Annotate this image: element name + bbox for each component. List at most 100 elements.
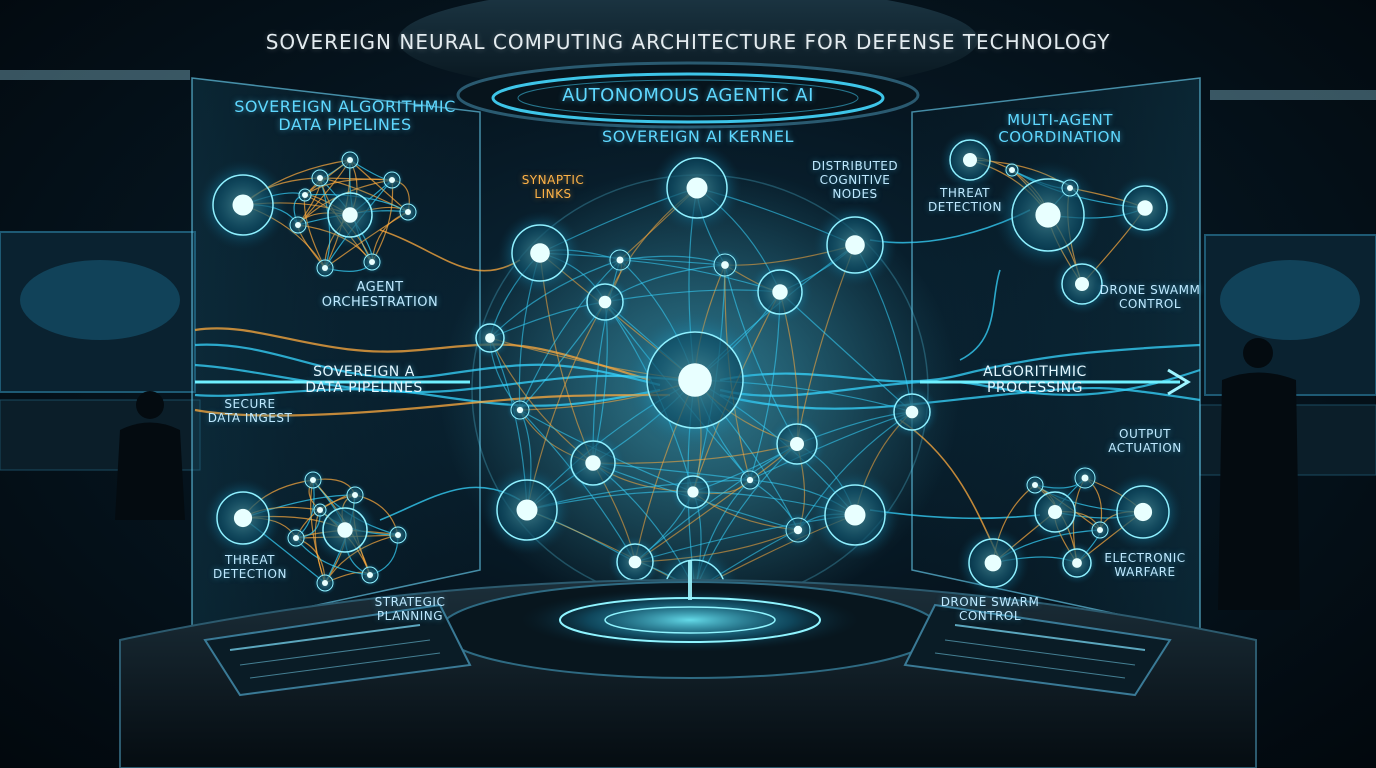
network-node — [198, 160, 288, 250]
network-node — [560, 430, 626, 496]
control-room-background — [0, 70, 1376, 610]
node-core — [1048, 505, 1062, 519]
kernel-title: SOVEREIGN AI KERNEL — [602, 127, 794, 146]
world-map-right — [1220, 260, 1360, 340]
node-core — [598, 295, 612, 309]
ceiling-emitter — [398, 0, 978, 129]
node-core — [295, 222, 301, 228]
node-core — [516, 499, 538, 521]
wall-monitor-left — [0, 231, 196, 393]
console-panel-left — [203, 603, 472, 697]
main-title: SOVEREIGN NEURAL COMPUTING ARCHITECTURE … — [265, 30, 1111, 54]
output-arrow — [920, 368, 1191, 396]
top-banner: AUTONOMOUS AGENTIC AI — [562, 85, 814, 106]
network-node — [396, 200, 420, 224]
drone-swarm-bottom-label: DRONE SWARM CONTROL — [940, 595, 1040, 623]
network-node — [1003, 161, 1021, 179]
node-core — [302, 192, 308, 198]
node-core — [984, 554, 1002, 572]
strategic-planning-label: STRATEGIC PLANNING — [374, 595, 446, 623]
algorithmic-processing-label: ALGORITHMIC PROCESSING — [983, 364, 1087, 397]
ceiling-strip — [1210, 90, 1376, 100]
network-node — [1088, 518, 1112, 542]
network-node — [1052, 254, 1112, 314]
ceiling-strip — [0, 70, 190, 80]
node-core — [628, 555, 642, 569]
network-node — [605, 245, 635, 275]
data-stream — [194, 393, 671, 417]
network-node — [469, 317, 511, 359]
node-core — [1032, 482, 1038, 488]
node-core — [367, 572, 373, 578]
network-node — [358, 563, 382, 587]
node-core — [352, 492, 358, 498]
data-stream — [194, 343, 661, 387]
network-node — [578, 275, 632, 329]
network-node — [1056, 542, 1098, 584]
node-core — [293, 535, 299, 541]
network-node — [1070, 463, 1100, 493]
network-node — [736, 466, 764, 494]
network-node — [652, 143, 742, 233]
network-node — [380, 168, 404, 192]
pipeline-flow-label: SOVEREIGN A DATA PIPELINES — [305, 364, 423, 397]
left-threat-detection-label: THREAT DETECTION — [213, 553, 287, 581]
data-stream — [194, 363, 681, 394]
network-node — [940, 130, 1000, 190]
node-core — [686, 177, 708, 199]
agent-orchestration-label: AGENT ORCHESTRATION — [321, 280, 439, 310]
node-core — [844, 504, 866, 526]
node-core — [317, 507, 323, 513]
network-node — [482, 465, 572, 555]
network-node — [1025, 482, 1085, 542]
node-core — [793, 525, 803, 535]
network-node — [957, 527, 1029, 599]
node-core — [721, 261, 729, 269]
node-core — [317, 175, 323, 181]
network-node — [810, 470, 900, 560]
console-panel-right — [903, 603, 1172, 697]
output-actuation-label: OUTPUT ACTUATION — [1108, 427, 1182, 455]
data-stream — [959, 269, 1001, 361]
network-node — [506, 396, 534, 424]
synaptic-links-label: SYNAPTIC LINKS — [521, 173, 585, 201]
network-node — [308, 166, 332, 190]
node-core — [845, 235, 865, 255]
node-core — [1075, 277, 1089, 291]
secure-ingest-label: SECURE DATA INGEST — [207, 397, 293, 425]
node-core — [1067, 185, 1073, 191]
node-core — [1133, 502, 1153, 522]
network-node — [284, 526, 308, 550]
node-core — [337, 522, 353, 538]
network-node — [1112, 175, 1178, 241]
network-node — [296, 186, 314, 204]
network-node — [338, 148, 362, 172]
network-node — [708, 248, 742, 282]
network-node — [313, 571, 337, 595]
network-node — [813, 203, 897, 287]
node-core — [1009, 167, 1015, 173]
node-core — [616, 256, 624, 264]
node-core — [347, 157, 353, 163]
node-core — [585, 455, 601, 471]
network-node — [311, 501, 329, 519]
network-node — [313, 256, 337, 280]
node-core — [322, 265, 328, 271]
right-panel-title: MULTI-AGENT COORDINATION — [998, 111, 1122, 147]
network-node — [608, 535, 662, 589]
node-core — [963, 153, 977, 167]
node-core — [389, 177, 395, 183]
network-node — [885, 385, 939, 439]
node-core — [1081, 474, 1089, 482]
node-core — [233, 508, 253, 528]
node-core — [687, 486, 699, 498]
right-threat-detection-label: THREAT DETECTION — [928, 186, 1002, 214]
network-node — [301, 468, 325, 492]
node-core — [530, 243, 550, 263]
network-node — [343, 483, 367, 507]
network-node — [204, 479, 282, 557]
electronic-warfare-label: ELECTRONIC WARFARE — [1104, 551, 1186, 579]
node-core — [678, 363, 712, 397]
node-core — [395, 532, 401, 538]
world-map-left — [20, 260, 180, 340]
